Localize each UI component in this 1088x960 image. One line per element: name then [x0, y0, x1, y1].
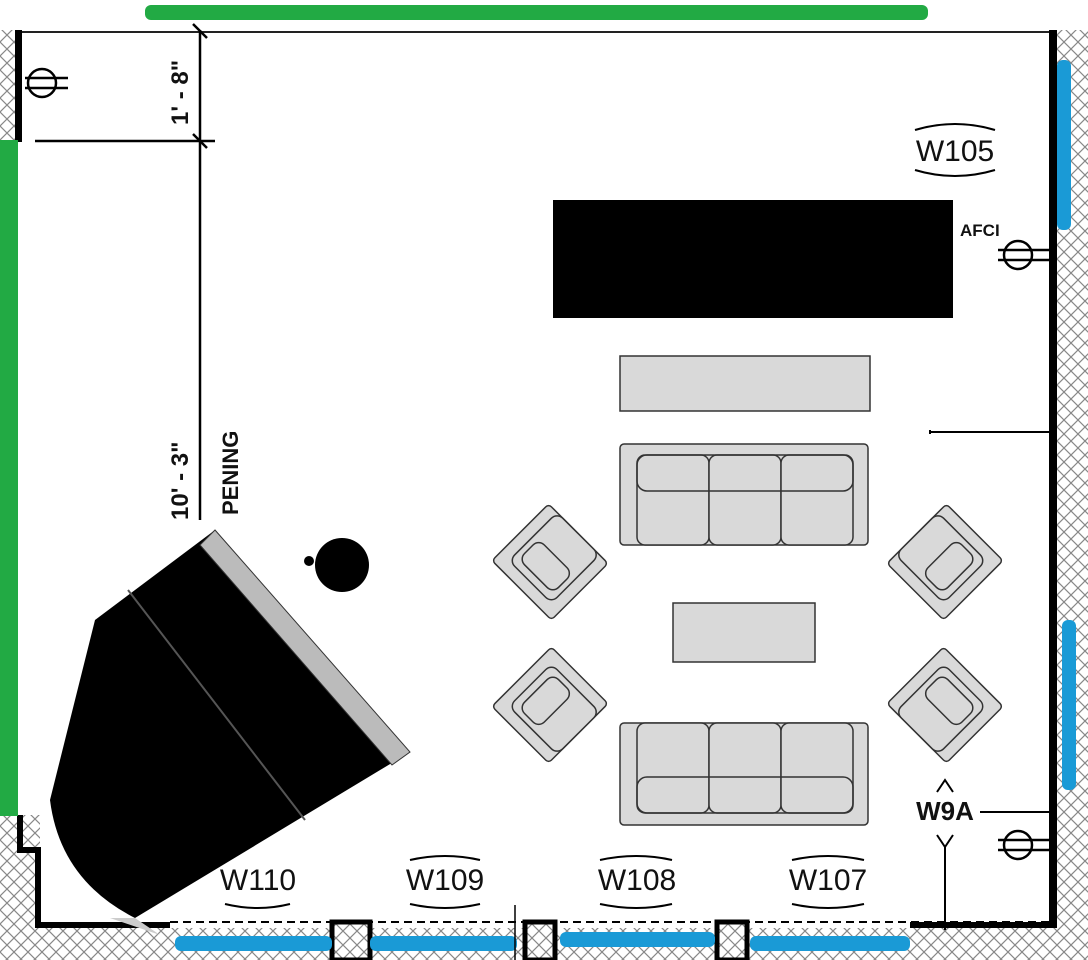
opening-label: PENING [218, 431, 243, 515]
section-label: W9A [916, 796, 974, 826]
sofa-top [619, 443, 869, 546]
outlet-icon [998, 829, 1049, 861]
svg-text:W107: W107 [789, 864, 867, 897]
dimension-top-offset: 1' - 8" [167, 60, 194, 125]
svg-text:W110: W110 [220, 864, 296, 897]
window-w105 [1057, 60, 1071, 230]
window-tag-w107: W107 [789, 855, 867, 909]
window-tag-w109: W109 [406, 855, 484, 909]
windows [175, 60, 1076, 951]
armchair [887, 647, 1003, 763]
grand-piano [50, 529, 411, 935]
green-wall-top [145, 5, 928, 20]
window-w108 [560, 932, 715, 947]
svg-text:W108: W108 [598, 864, 676, 897]
outlet-icon [25, 67, 68, 99]
tv-unit [553, 200, 953, 318]
window-w109 [370, 936, 517, 951]
outlet-icon [998, 239, 1049, 271]
dimension-opening-width: 10' - 3" [167, 442, 194, 520]
section-marker-w9a [936, 778, 1049, 930]
left-wall-hatch [0, 30, 16, 140]
armchair [492, 504, 608, 620]
dimension-lines [35, 23, 215, 520]
afci-label: AFCI [960, 221, 1000, 240]
green-wall-left [0, 140, 18, 816]
armchair [887, 504, 1003, 620]
window-tag-w105: W105 [914, 123, 996, 177]
window-w110 [175, 936, 332, 951]
svg-text:W105: W105 [916, 135, 994, 168]
coffee-table [672, 602, 816, 663]
window-w107 [750, 936, 910, 951]
armchair [492, 647, 608, 763]
window-tag-w110: W110 [220, 864, 296, 909]
window-w9a [1062, 620, 1076, 790]
sofa-bottom [619, 722, 869, 826]
piano-stool [315, 538, 369, 592]
svg-text:W109: W109 [406, 864, 484, 897]
console-table [619, 355, 871, 412]
window-tag-w108: W108 [598, 855, 676, 909]
